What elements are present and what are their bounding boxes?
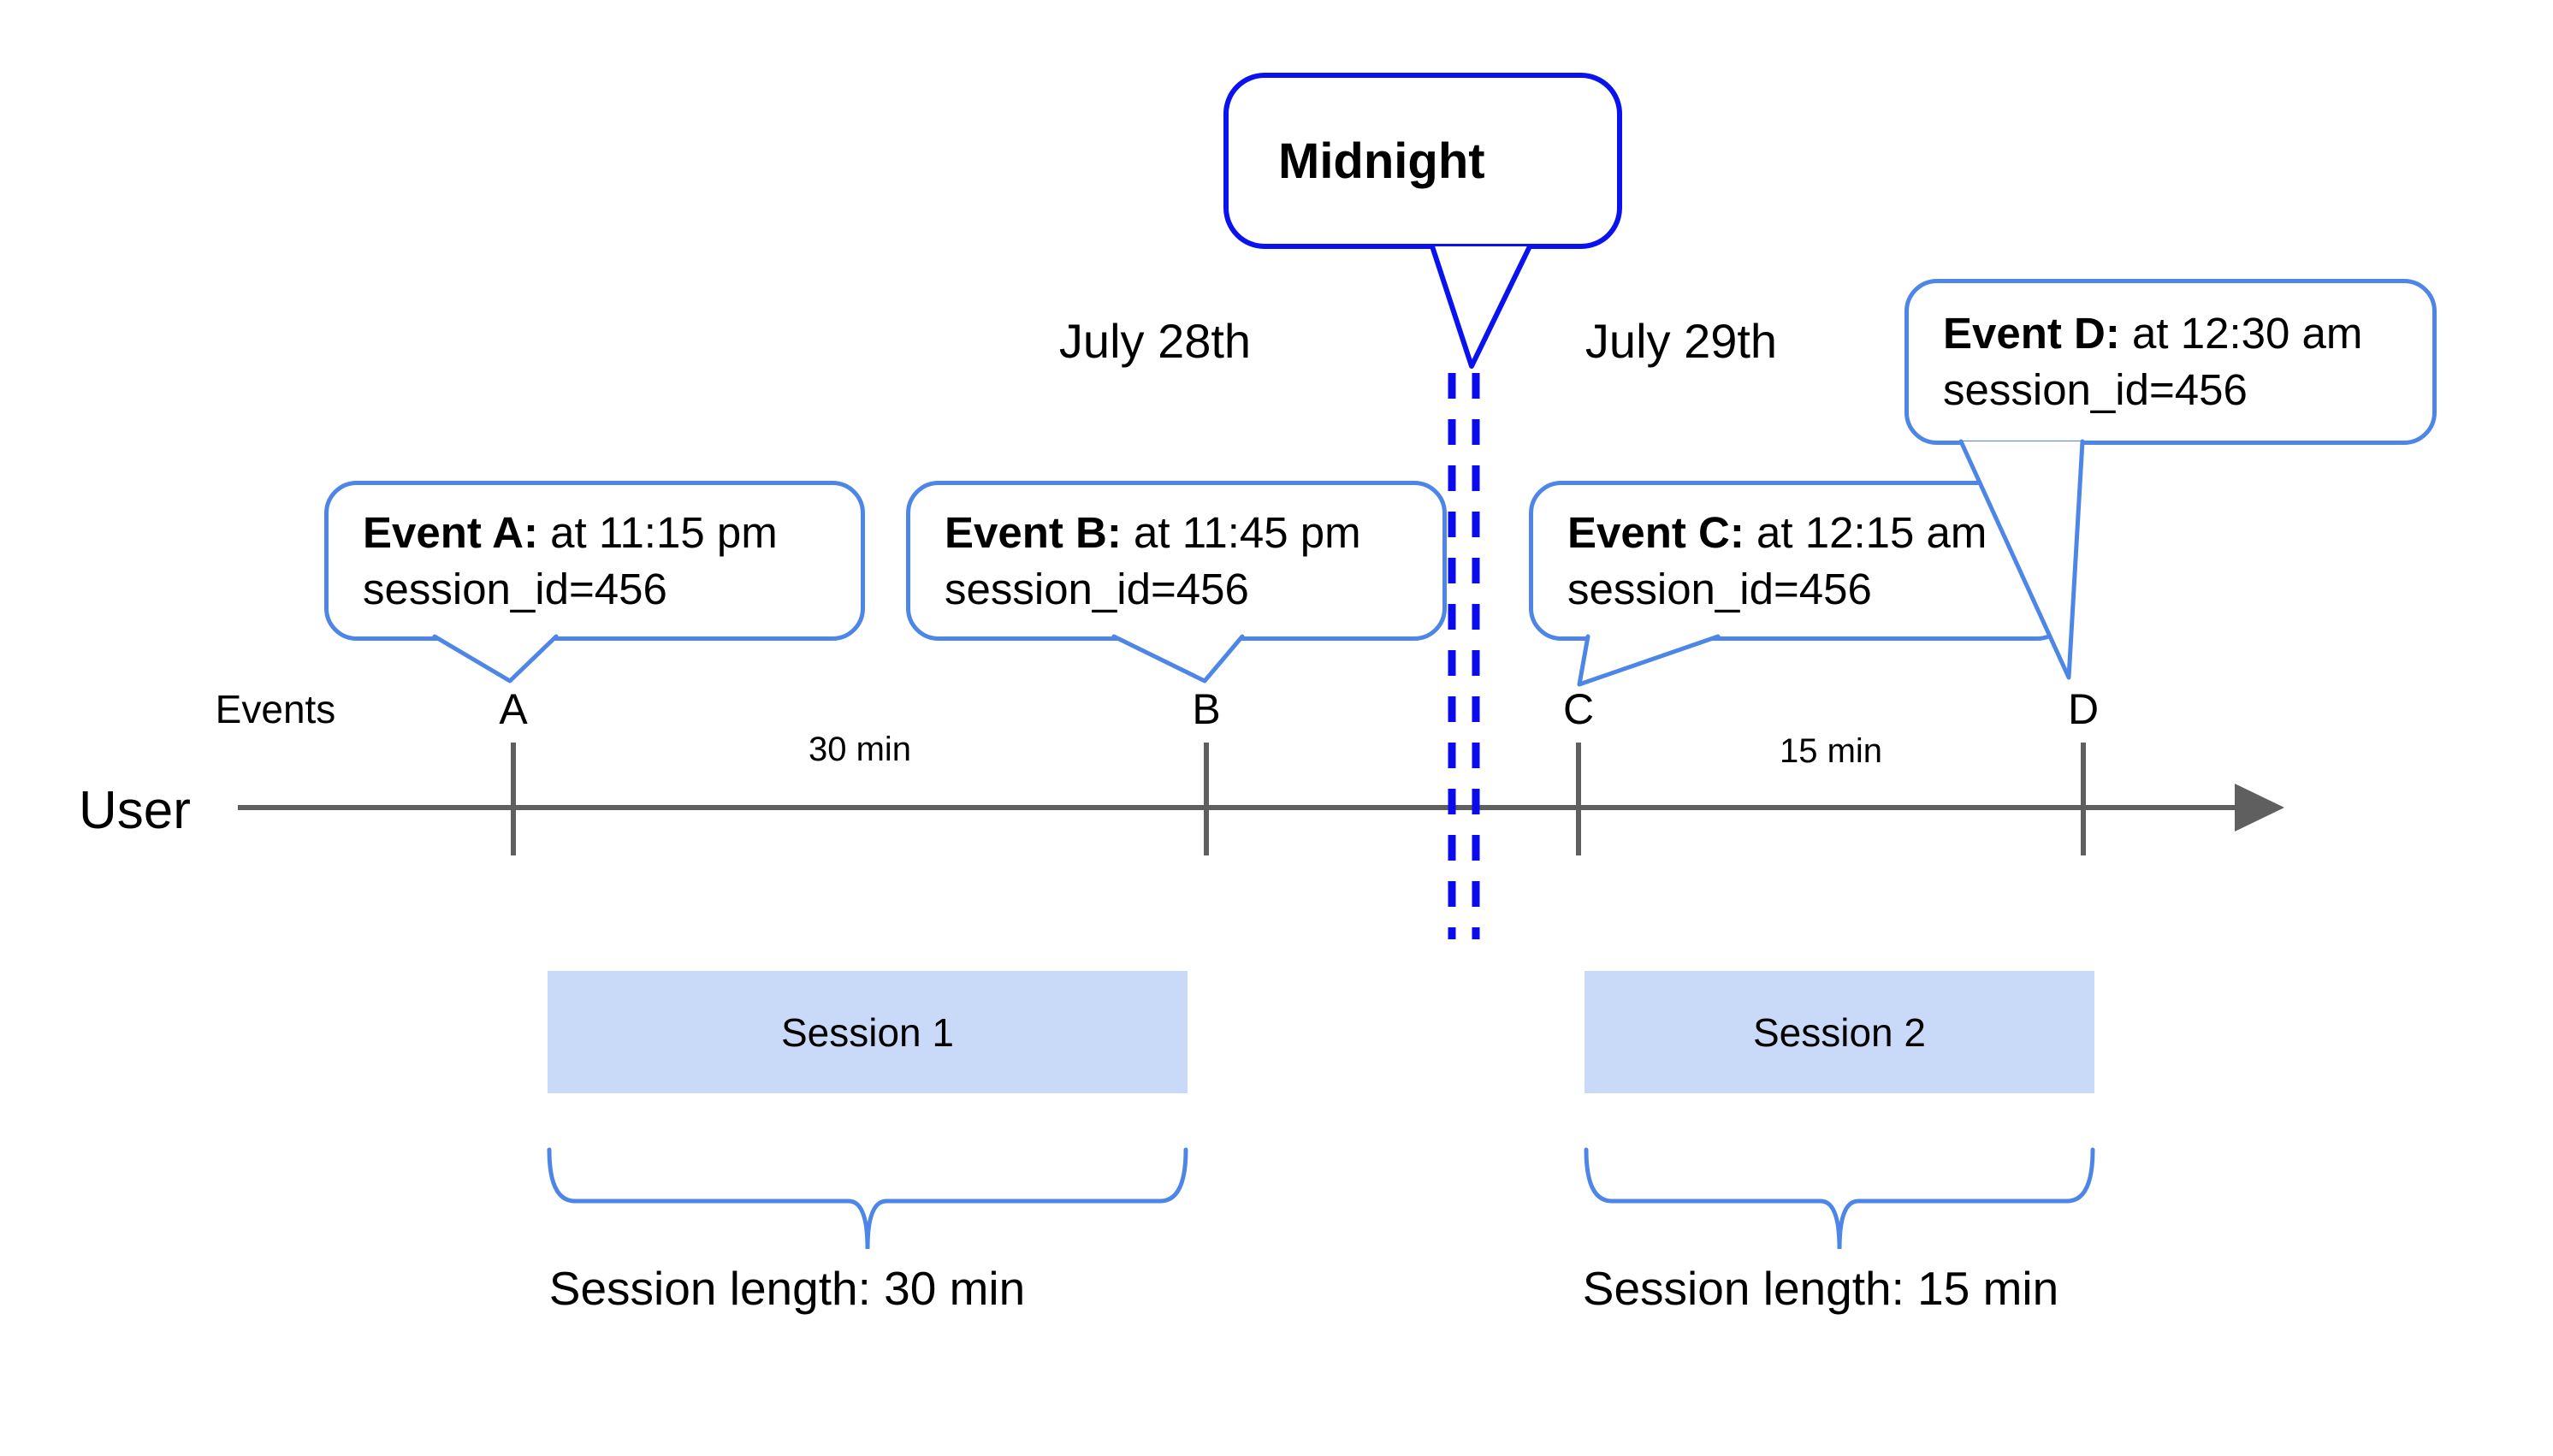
event-a-tail-fill [435,636,556,681]
event-a-title-line: Event A: at 11:15 pm [363,505,861,561]
event-letter-d: D [2067,685,2100,733]
event-a-name: Event A: [363,507,538,557]
event-a-tail [432,634,559,684]
event-b-time: at 11:45 pm [1134,507,1361,557]
event-c-session-id: session_id=456 [1567,564,1872,613]
date-label-july-28: July 28th [1058,314,1252,368]
event-a-callout-bubble: Event A: at 11:15 pm session_id=456 [324,481,865,641]
session1-box: Session 1 [548,971,1188,1093]
event-b-session-id: session_id=456 [945,564,1249,613]
event-d-title-line: Event D: at 12:30 am [1943,305,2432,362]
midnight-bubble-tail [1430,245,1532,369]
event-a-time: at 11:15 pm [550,507,778,557]
session1-label: Session 1 [780,1009,954,1055]
event-d-callout-bubble: Event D: at 12:30 am session_id=456 [1904,279,2437,445]
event-b-tail-fill [1114,636,1242,681]
midnight-callout-label: Midnight [1278,133,1485,189]
event-c-title-line: Event C: at 12:15 am [1567,505,2065,561]
date-label-july-29: July 29th [1585,314,1778,368]
event-d-time: at 12:30 am [2132,309,2363,358]
event-letter-b: B [1192,685,1221,733]
events-axis-label: Events [215,687,336,731]
event-c-tail-fill [1579,636,1718,684]
event-c-tail [1577,634,1721,687]
session2-length-label: Session length: 15 min [1582,1262,2059,1315]
session2-brace [1584,1147,2095,1250]
event-letter-c: C [1562,685,1595,733]
event-letter-a: A [499,685,528,733]
event-b-name: Event B: [945,507,1122,557]
event-b-title-line: Event B: at 11:45 pm [945,505,1442,561]
event-b-callout-bubble: Event B: at 11:45 pm session_id=456 [906,481,1447,641]
session1-brace [547,1147,1188,1250]
event-c-callout-bubble: Event C: at 12:15 am session_id=456 [1529,481,2070,641]
event-d-session-id: session_id=456 [1943,365,2248,414]
interval-label-15min: 15 min [1779,732,1883,770]
session1-length-label: Session length: 30 min [548,1262,1026,1315]
user-axis-label: User [79,781,191,840]
event-c-time: at 12:15 am [1756,507,1987,557]
event-a-session-id: session_id=456 [363,564,667,613]
event-c-name: Event C: [1567,507,1744,557]
session2-box: Session 2 [1585,971,2094,1093]
timeline-arrowhead-icon [2235,784,2284,832]
interval-label-30min: 30 min [808,731,912,768]
session2-label: Session 2 [1752,1009,1926,1055]
midnight-callout-bubble: Midnight [1223,73,1622,249]
event-b-tail [1111,634,1245,684]
event-d-name: Event D: [1943,309,2120,358]
